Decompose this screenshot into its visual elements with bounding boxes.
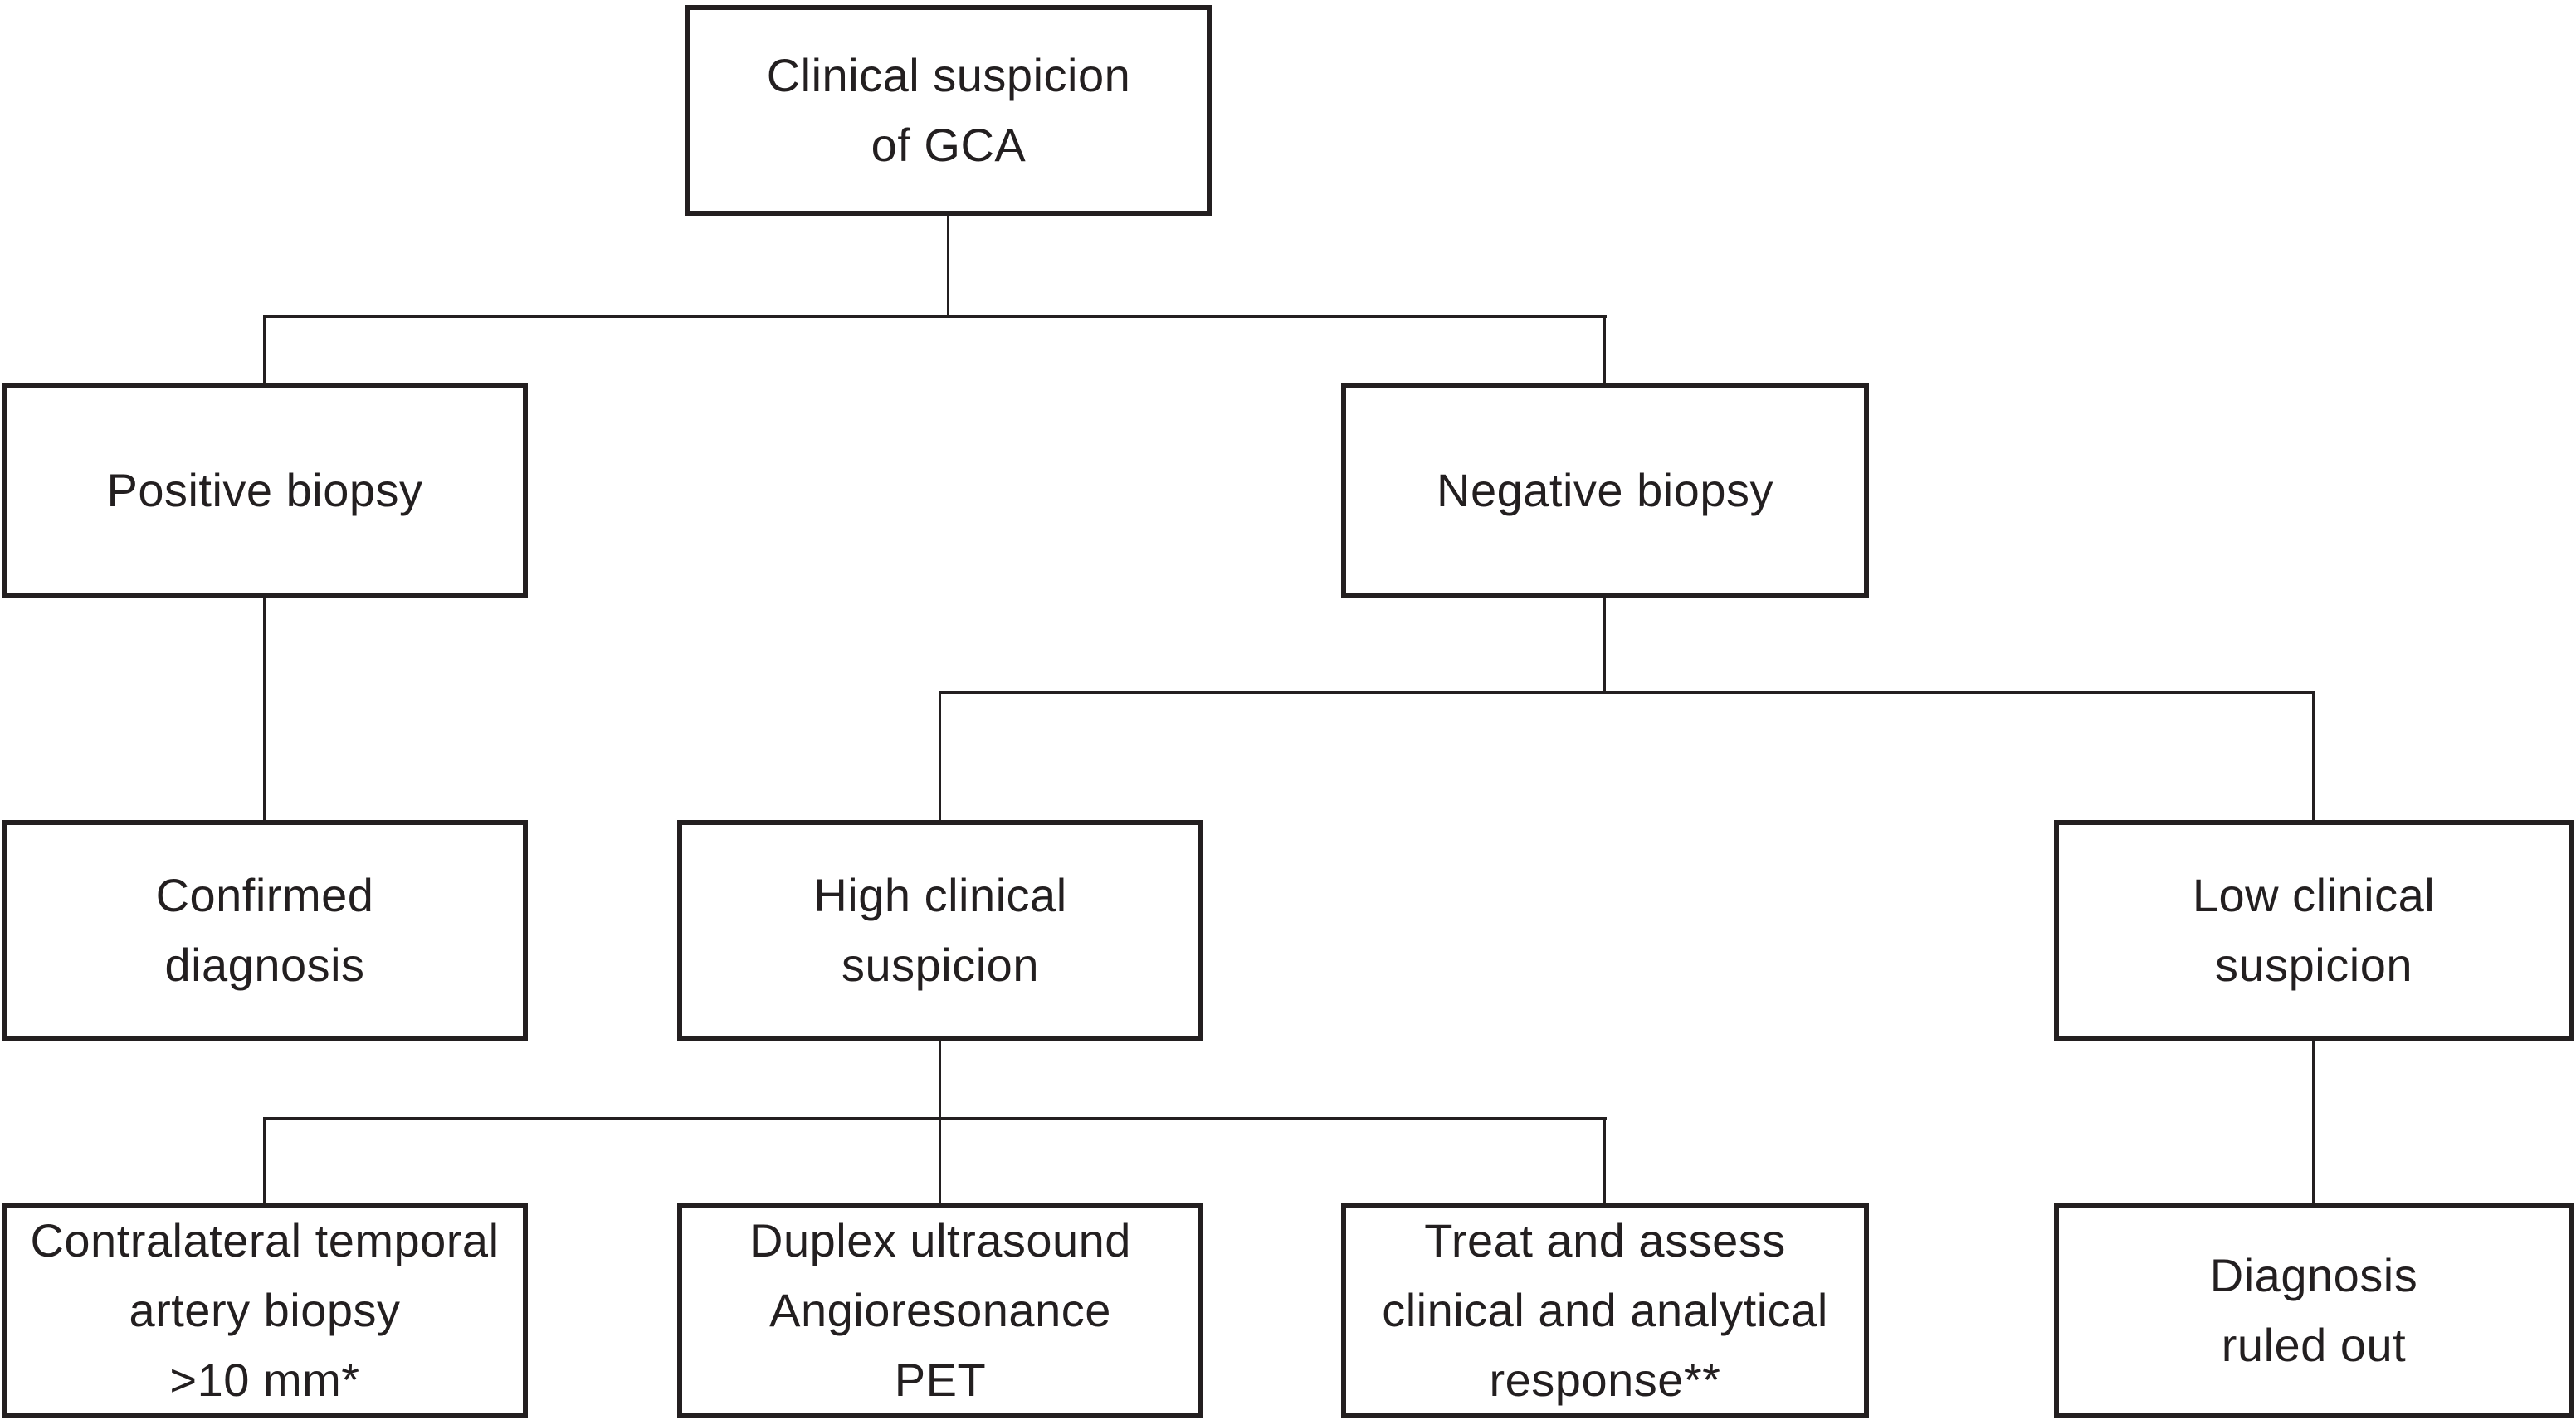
connector-drop-negative: [1603, 315, 1606, 383]
connector-positive-confirmed: [263, 598, 266, 820]
node-label: Positive biopsy: [106, 464, 423, 516]
connector-high-stem: [939, 1041, 941, 1203]
node-treat-and-assess-response: Treat and assess clinical and analytical…: [1341, 1203, 1869, 1418]
connector-low-ruledout: [2312, 1041, 2315, 1203]
connector-drop-low: [2312, 691, 2315, 820]
connector-drop-contralateral: [263, 1117, 266, 1203]
node-clinical-suspicion-of-gca: Clinical suspicion of GCA: [685, 5, 1212, 216]
node-duplex-ultrasound-angioresonance-pet: Duplex ultrasound Angioresonance PET: [677, 1203, 1203, 1418]
connector-split-biopsy: [263, 315, 1607, 318]
node-label: Duplex ultrasound Angioresonance PET: [749, 1214, 1131, 1406]
connector-split-workup: [263, 1117, 1607, 1120]
node-label: Negative biopsy: [1437, 464, 1773, 516]
node-contralateral-temporal-artery-biopsy: Contralateral temporal artery biopsy >10…: [2, 1203, 528, 1418]
node-positive-biopsy: Positive biopsy: [2, 383, 528, 598]
node-diagnosis-ruled-out: Diagnosis ruled out: [2054, 1203, 2574, 1418]
node-label: Diagnosis ruled out: [2209, 1249, 2418, 1371]
node-label: Clinical suspicion of GCA: [766, 49, 1131, 171]
node-label: Low clinical suspicion: [2192, 869, 2436, 991]
connector-drop-treat: [1603, 1117, 1606, 1203]
node-confirmed-diagnosis: Confirmed diagnosis: [2, 820, 528, 1041]
node-label: Confirmed diagnosis: [155, 869, 374, 991]
node-low-clinical-suspicion: Low clinical suspicion: [2054, 820, 2574, 1041]
node-label: High clinical suspicion: [813, 869, 1067, 991]
connector-drop-high: [939, 691, 941, 820]
connector-negative-stem: [1603, 598, 1606, 694]
node-high-clinical-suspicion: High clinical suspicion: [677, 820, 1203, 1041]
node-label: Contralateral temporal artery biopsy >10…: [30, 1214, 500, 1406]
connector-top-stem: [947, 216, 949, 317]
connector-split-suspicion: [939, 691, 2315, 694]
connector-drop-positive: [263, 315, 266, 383]
node-label: Treat and assess clinical and analytical…: [1382, 1214, 1828, 1406]
node-negative-biopsy: Negative biopsy: [1341, 383, 1869, 598]
